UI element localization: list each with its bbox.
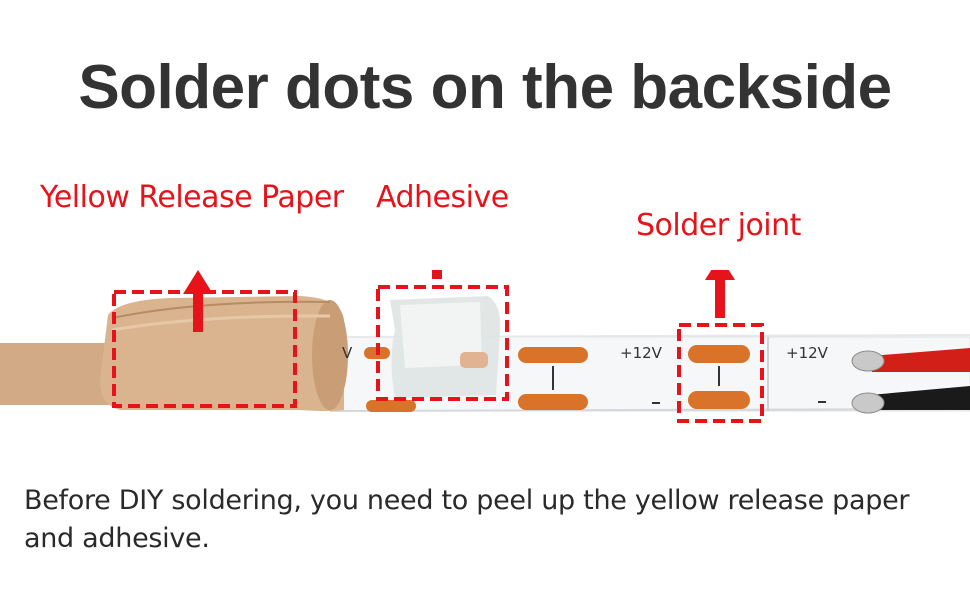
led-strip-photo: +12V V +12V — [0, 270, 970, 423]
page-title: Solder dots on the backside — [78, 53, 892, 122]
solder-pad — [518, 394, 588, 410]
pcb-mark-12v-2: +12V — [786, 344, 829, 362]
peeled-adhesive — [390, 296, 501, 398]
arrow-up-icon — [432, 270, 442, 279]
pcb-mark-v: V — [342, 344, 353, 362]
label-solder-joint: Solder joint — [636, 208, 801, 243]
solder-pad — [688, 391, 750, 409]
rolled-release-paper — [100, 296, 348, 411]
arrow-up-icon — [705, 270, 735, 318]
arrow-up-icon — [183, 270, 213, 332]
pcb-mark-12v: +12V — [620, 344, 663, 362]
highlight-adhesive — [376, 285, 509, 401]
caption-text: Before DIY soldering, you need to peel u… — [24, 485, 910, 554]
release-paper-strip — [0, 343, 110, 405]
highlight-solder-joint — [677, 323, 764, 423]
label-yellow-release-paper: Yellow Release Paper — [40, 180, 344, 215]
solder-pad — [688, 345, 750, 363]
label-adhesive: Adhesive — [376, 180, 509, 215]
wires — [851, 348, 970, 414]
highlight-release-paper — [112, 290, 297, 408]
solder-pad — [518, 347, 588, 363]
